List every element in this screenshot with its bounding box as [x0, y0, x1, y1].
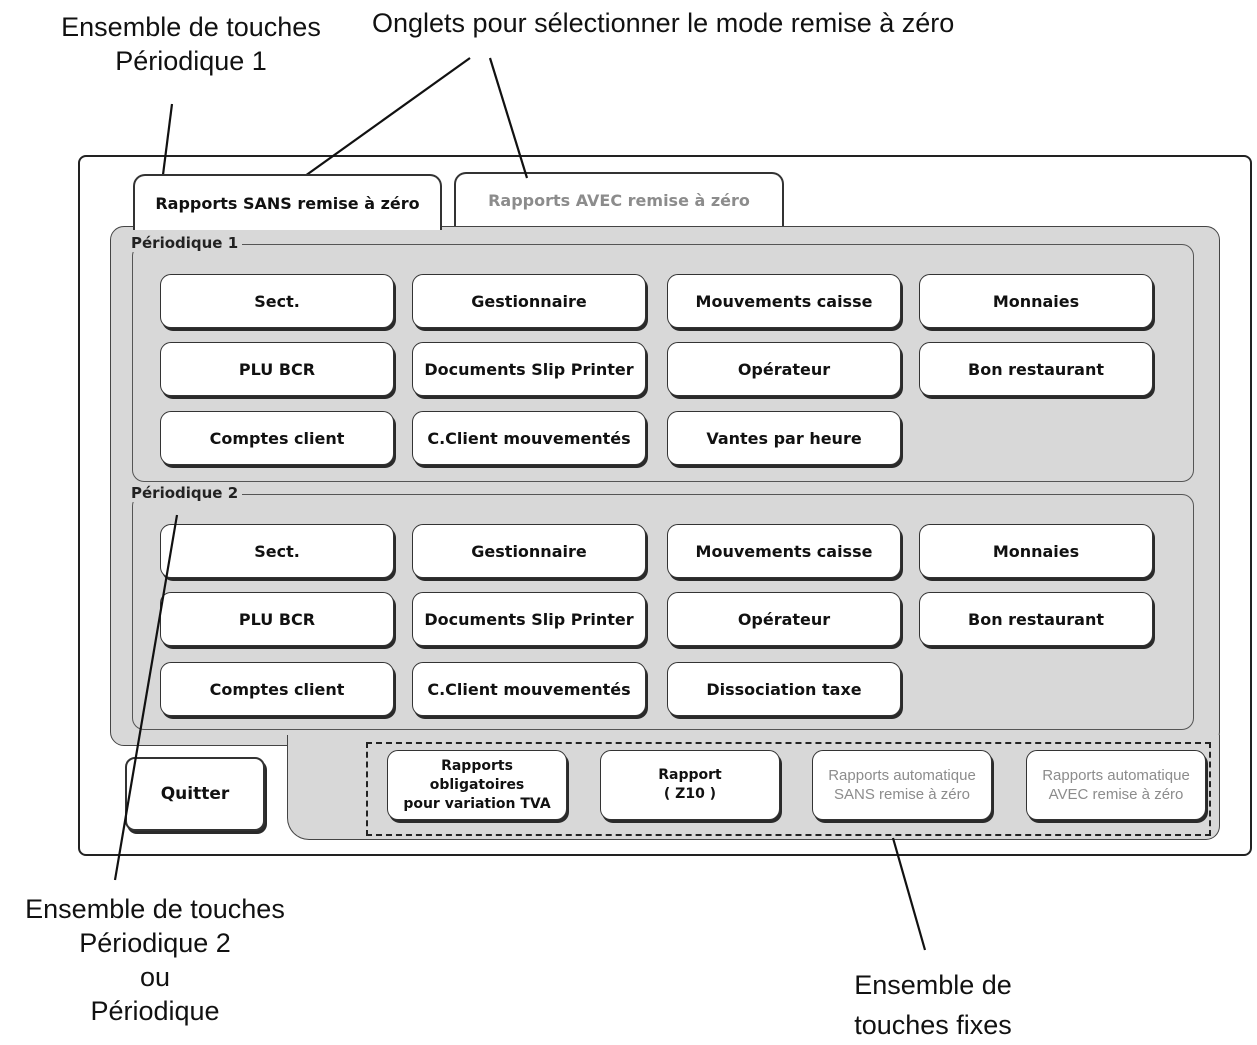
p2-plu-bcr-button[interactable]: PLU BCR [160, 592, 394, 646]
p2-mouvements-caisse-button[interactable]: Mouvements caisse [667, 524, 901, 578]
p2-operateur-button[interactable]: Opérateur [667, 592, 901, 646]
auto-reports-avec-reset-button[interactable]: Rapports automatique AVEC remise à zéro [1026, 750, 1206, 820]
p2-cclient-mouvementes-button[interactable]: C.Client mouvementés [412, 662, 646, 716]
p2-documents-slip-printer-button[interactable]: Documents Slip Printer [412, 592, 646, 646]
p2-monnaies-button[interactable]: Monnaies [919, 524, 1153, 578]
auto-reports-sans-reset-button[interactable]: Rapports automatique SANS remise à zéro [812, 750, 992, 820]
p1-comptes-client-button[interactable]: Comptes client [160, 411, 394, 465]
p1-cclient-mouvementes-button[interactable]: C.Client mouvementés [412, 411, 646, 465]
callout-line: Périodique 1 [115, 46, 267, 76]
p1-ventes-par-heure-button[interactable]: Vantes par heure [667, 411, 901, 465]
callout-periodique-1: Ensemble de touches Périodique 1 [46, 10, 336, 78]
callout-line: Périodique 2 [79, 928, 231, 958]
quit-button[interactable]: Quitter [125, 757, 265, 831]
p1-gestionnaire-button[interactable]: Gestionnaire [412, 274, 646, 328]
callout-fixed-keys: Ensemble de touches fixes [838, 965, 1028, 1045]
p1-operateur-button[interactable]: Opérateur [667, 342, 901, 396]
callout-line: ou [139, 962, 171, 992]
callout-line: Ensemble de touches [61, 12, 321, 42]
callout-tabs: Onglets pour sélectionner le mode remise… [372, 6, 954, 40]
p1-documents-slip-printer-button[interactable]: Documents Slip Printer [412, 342, 646, 396]
p2-bon-restaurant-button[interactable]: Bon restaurant [919, 592, 1153, 646]
callout-line: Onglets pour sélectionner le mode remise… [372, 8, 955, 38]
fixed-keys-outline [366, 742, 1211, 836]
p1-monnaies-button[interactable]: Monnaies [919, 274, 1153, 328]
p1-mouvements-caisse-button[interactable]: Mouvements caisse [667, 274, 901, 328]
tab-avec-remise[interactable]: Rapports AVEC remise à zéro [454, 172, 784, 226]
panel-seam [289, 740, 1216, 748]
callout-line: Ensemble de touches [25, 894, 285, 924]
p1-sect-button[interactable]: Sect. [160, 274, 394, 328]
z10-report-button[interactable]: Rapport ( Z10 ) [600, 750, 780, 820]
callout-line: touches fixes [854, 1010, 1012, 1040]
group-label: Périodique 1 [131, 234, 243, 252]
p2-gestionnaire-button[interactable]: Gestionnaire [412, 524, 646, 578]
p1-plu-bcr-button[interactable]: PLU BCR [160, 342, 394, 396]
p2-dissociation-taxe-button[interactable]: Dissociation taxe [667, 662, 901, 716]
callout-line: Périodique [90, 996, 220, 1026]
mandatory-vat-reports-button[interactable]: Rapports obligatoires pour variation TVA [387, 750, 567, 820]
callout-periodique-2: Ensemble de touches Périodique 2 ou Péri… [10, 892, 300, 1028]
p2-sect-button[interactable]: Sect. [160, 524, 394, 578]
p1-bon-restaurant-button[interactable]: Bon restaurant [919, 342, 1153, 396]
p2-comptes-client-button[interactable]: Comptes client [160, 662, 394, 716]
group-label: Périodique 2 [131, 484, 243, 502]
callout-line: Ensemble de [854, 970, 1012, 1000]
tab-sans-remise[interactable]: Rapports SANS remise à zéro [133, 174, 442, 230]
